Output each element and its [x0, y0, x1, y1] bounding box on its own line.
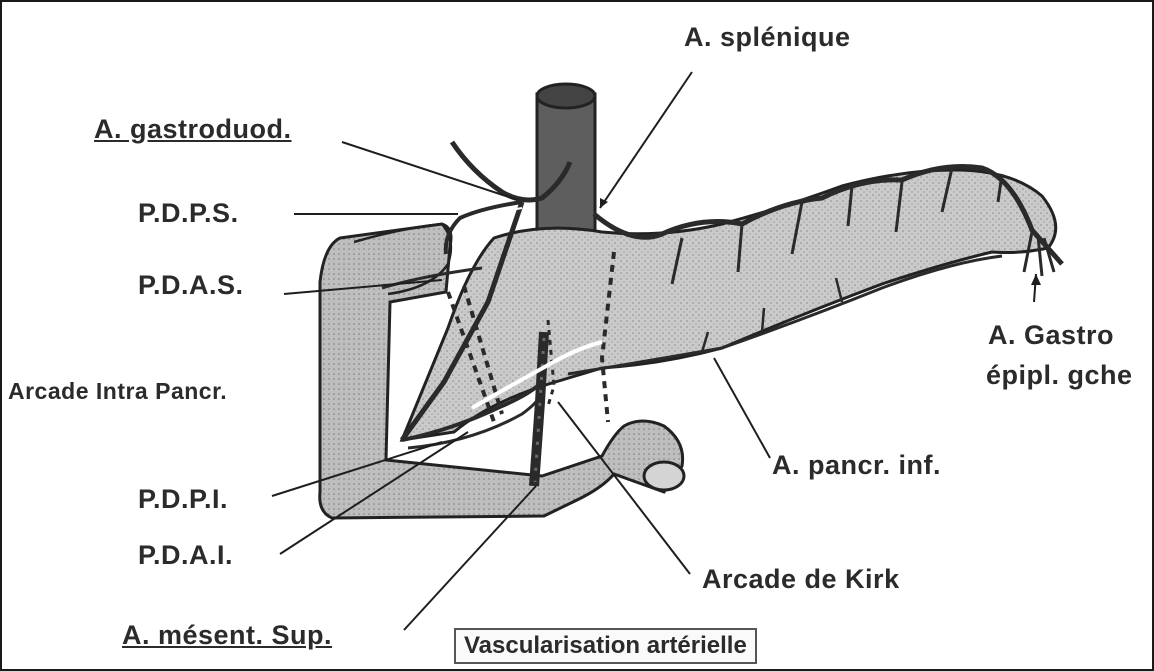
label-a-pancr-inf: A. pancr. inf.: [772, 450, 941, 481]
label-pdas: P.D.A.S.: [138, 270, 244, 301]
pancreas: [402, 170, 1056, 440]
label-a-gastro: A. Gastro: [988, 320, 1114, 351]
duodenum-opening: [644, 462, 684, 490]
label-a-gastroduod: A. gastroduod.: [94, 114, 292, 145]
aorta-top: [537, 84, 595, 108]
label-a-mesent-sup: A. mésent. Sup.: [122, 620, 332, 651]
label-a-splenique: A. splénique: [684, 22, 851, 53]
caption-box: Vascularisation artérielle: [454, 628, 757, 664]
label-arcade-de-kirk: Arcade de Kirk: [702, 564, 900, 595]
label-pdai: P.D.A.I.: [138, 540, 233, 571]
label-pdps: P.D.P.S.: [138, 198, 239, 229]
label-pdpi: P.D.P.I.: [138, 484, 228, 515]
label-arcade-intra-pancr: Arcade Intra Pancr.: [8, 378, 227, 405]
label-epipl-gche: épipl. gche: [986, 360, 1133, 391]
